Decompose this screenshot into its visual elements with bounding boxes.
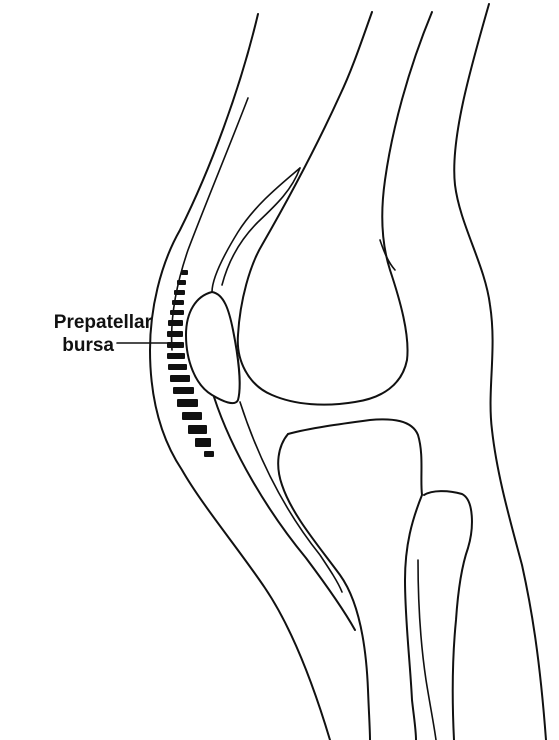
skin-posterior-outline [454,4,546,740]
femur-outline [238,12,432,405]
bursa-mark [168,364,187,370]
femur-notch-line [380,240,395,270]
bursa-mark [170,375,190,382]
bursa-mark [177,399,198,407]
bursa-mark [182,412,202,420]
patellar-tendon-line [214,397,355,630]
fibula-outline [424,491,472,740]
bursa-mark [167,331,183,337]
bursa-label-line1: Prepatellar [54,312,153,333]
bursa-label-line2: bursa [62,335,114,356]
bursa-mark [167,353,185,359]
patella-outline [186,292,240,403]
bursa-mark [170,310,184,315]
infrapatellar-line [240,402,342,592]
bursa-mark [204,451,214,457]
synovial-line-upper-inner [222,168,300,285]
bursa-mark [188,425,207,434]
tibia-outline [288,419,422,740]
bursa-mark [172,300,184,305]
fibula-inner-line [418,560,436,740]
bursa-mark [177,280,186,285]
bursa-mark [168,320,183,326]
bursa-mark [181,270,188,275]
bursa-mark [174,290,185,295]
tibia-front-outline [278,434,370,740]
bursa-mark [173,387,194,394]
bursa-mark [195,438,211,447]
